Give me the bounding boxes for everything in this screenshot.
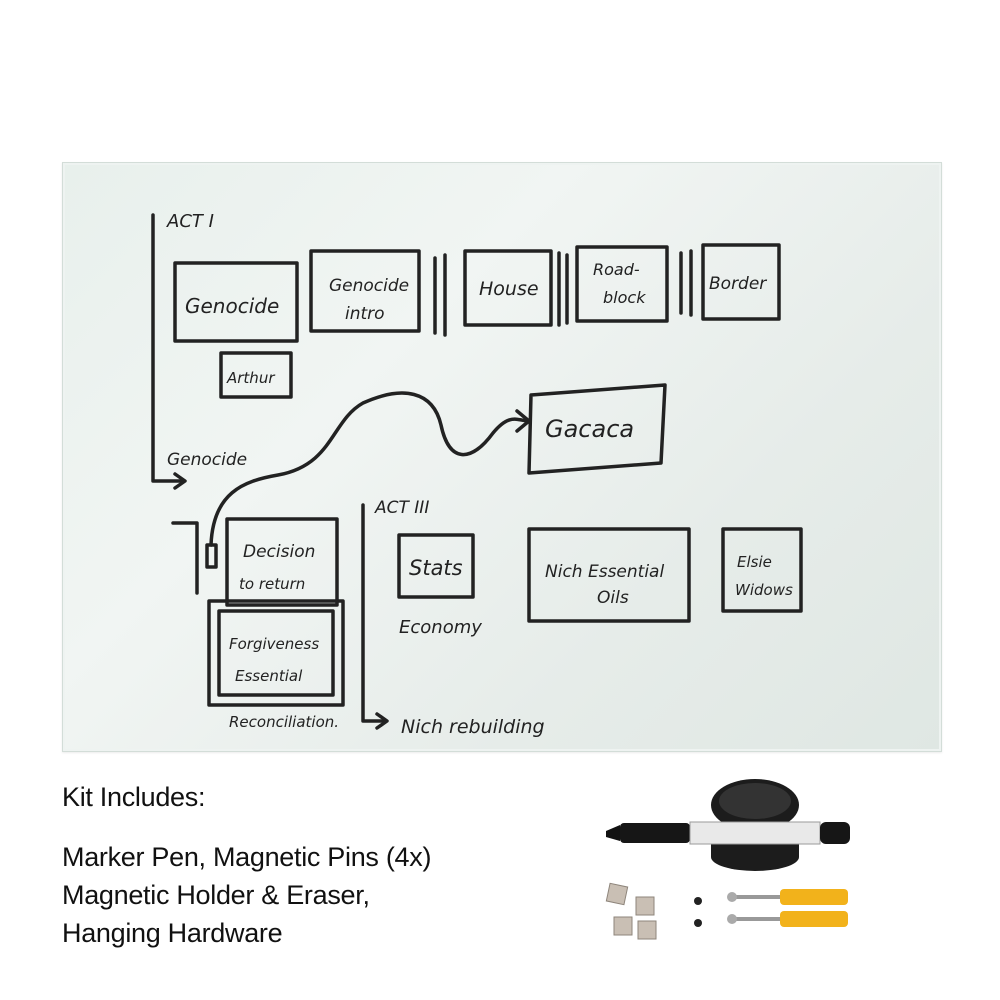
kit-line-2: Magnetic Holder & Eraser, xyxy=(62,880,370,910)
roadblock-label-2: block xyxy=(603,288,646,307)
arthur-label: Arthur xyxy=(226,369,275,387)
stats-box xyxy=(397,533,475,599)
act1-arrow-head xyxy=(173,472,187,490)
decision-label-2: to return xyxy=(239,575,305,593)
forgiveness-inner-box xyxy=(217,609,335,697)
genocide-intro-label-2: intro xyxy=(345,304,385,324)
forgiveness-outer-box xyxy=(207,599,345,707)
elsie-label-2: Widows xyxy=(735,581,793,599)
act3-timeline xyxy=(361,503,387,723)
act2-bracket xyxy=(171,521,199,595)
house-box xyxy=(463,249,553,327)
economy-label: Economy xyxy=(399,617,482,638)
gacaca-label: Gacaca xyxy=(545,415,634,443)
divider-3 xyxy=(679,249,693,317)
roadblock-box xyxy=(575,245,669,323)
forgiveness-label-1: Forgiveness xyxy=(229,635,319,653)
elsie-label-1: Elsie xyxy=(737,553,772,571)
forgiveness-label-2: Essential xyxy=(235,667,303,685)
whiteboard-drawing: ACT I Genocide Genocide intro House Road… xyxy=(151,211,803,738)
kit-title: Kit Includes: xyxy=(62,782,206,812)
divider-1 xyxy=(433,253,447,337)
decision-box xyxy=(225,517,339,607)
nich-rebuilding-label: Nich rebuilding xyxy=(401,716,545,738)
whiteboard: ACT I Genocide Genocide intro House Road… xyxy=(62,162,942,752)
gacaca-box xyxy=(527,383,667,475)
reconciliation-label: Reconciliation. xyxy=(229,713,339,731)
genocide-side-label: Genocide xyxy=(167,450,247,470)
flow-start-marker xyxy=(205,543,218,569)
house-label: House xyxy=(479,278,539,300)
genocide-intro-box xyxy=(309,249,421,333)
kit-line-1: Marker Pen, Magnetic Pins (4x) xyxy=(62,842,432,872)
flow-arrow xyxy=(209,391,529,547)
kit-line-3: Hanging Hardware xyxy=(62,918,283,948)
act1-timeline xyxy=(151,213,185,483)
nich-oils-label-1: Nich Essential xyxy=(545,562,664,582)
roadblock-label-1: Road- xyxy=(593,260,640,279)
elsie-box xyxy=(721,527,803,613)
magnetic-pins-icon xyxy=(605,882,657,940)
marker-pen-icon xyxy=(606,821,850,845)
decision-label-1: Decision xyxy=(243,542,315,562)
border-box xyxy=(701,243,781,321)
arthur-box xyxy=(219,351,293,399)
act3-label: ACT III xyxy=(374,498,429,518)
stats-label: Stats xyxy=(409,556,463,580)
border-label: Border xyxy=(709,274,767,294)
nich-oils-box xyxy=(527,527,691,623)
genocide-intro-label-1: Genocide xyxy=(329,276,409,296)
genocide-box xyxy=(173,261,299,343)
divider-2 xyxy=(557,251,569,327)
hanging-hardware-icon xyxy=(694,889,848,927)
genocide-box-label: Genocide xyxy=(185,294,279,318)
nich-oils-label-2: Oils xyxy=(597,588,629,608)
act1-label: ACT I xyxy=(166,211,214,232)
act3-arrow-head xyxy=(375,712,389,730)
accessories xyxy=(600,775,870,960)
